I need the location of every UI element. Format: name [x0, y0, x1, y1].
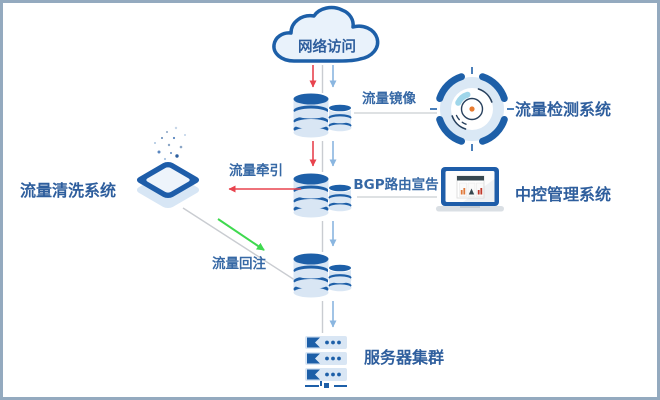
serverflow-arrows — [321, 301, 337, 333]
server-rack-icon — [305, 336, 347, 388]
control-system-label: 中控管理系统 — [515, 185, 611, 204]
database-stack-icon — [293, 173, 352, 218]
radar-scan-icon — [430, 67, 514, 151]
return-flow-line — [182, 207, 302, 285]
traffic-divert-label: 流量牵引 — [229, 162, 283, 179]
cloud-icon — [272, 5, 380, 63]
traffic-mirror-label: 流量镜像 — [362, 90, 416, 107]
traffic-reinject-label: 流量回注 — [212, 255, 266, 272]
lowflow-arrows — [321, 221, 337, 252]
bgp-announce-label: BGP路由宣告 — [353, 176, 438, 193]
network-diagram: 网络访问 流量镜像 流量检测系统 BGP路由宣告 — [20, 5, 611, 388]
server-cluster-label: 服务器集群 — [364, 348, 444, 367]
database-stack-icon — [293, 253, 352, 298]
filter-tray-icon — [136, 126, 200, 209]
laptop-dashboard-icon — [436, 167, 504, 212]
internet-label: 网络访问 — [298, 38, 356, 56]
cleaning-system-label: 流量清洗系统 — [20, 181, 116, 200]
detection-system-label: 流量检测系统 — [515, 100, 611, 119]
inbound-flow-arrows — [309, 65, 337, 93]
midflow-arrows — [309, 141, 337, 172]
traffic-reinject-arrow — [217, 218, 265, 251]
database-stack-icon — [293, 93, 352, 138]
particles — [154, 126, 186, 161]
